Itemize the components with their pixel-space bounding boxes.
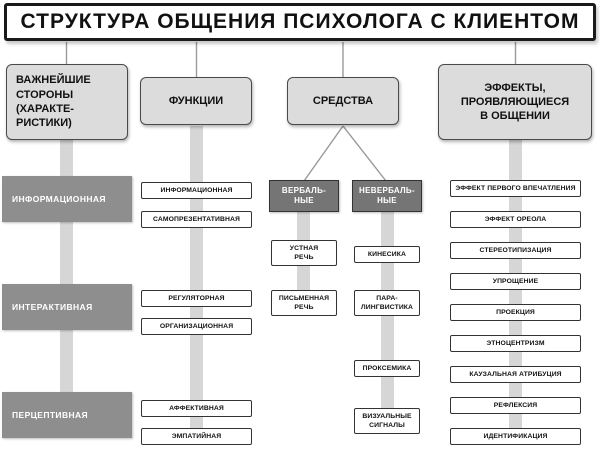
nonverbal-item: ПАРА- ЛИНГВИСТИКА [354, 290, 420, 316]
effect-item: СТЕРЕОТИПИЗАЦИЯ [450, 242, 581, 259]
verbal-item: ПИСЬМЕННАЯ РЕЧЬ [271, 290, 337, 316]
side-item: ИНФОРМАЦИОННАЯ [2, 176, 132, 222]
nonverbal-item: ПРОКСЕМИКА [354, 360, 420, 377]
function-item: АФФЕКТИВНАЯ [141, 400, 252, 417]
effect-item: РЕФЛЕКСИЯ [450, 397, 581, 414]
functions-connector-bar [190, 126, 203, 436]
effect-item: ЭТНОЦЕНТРИЗМ [450, 335, 581, 352]
function-item: ИНФОРМАЦИОННАЯ [141, 182, 252, 199]
effect-item: УПРОЩЕНИЕ [450, 273, 581, 290]
page-title: СТРУКТУРА ОБЩЕНИЯ ПСИХОЛОГА С КЛИЕНТОМ [4, 3, 596, 41]
verbal-item: УСТНАЯ РЕЧЬ [271, 240, 337, 266]
function-item: ОРГАНИЗАЦИОННАЯ [141, 318, 252, 335]
header-functions: ФУНКЦИИ [140, 77, 252, 125]
function-item: САМОПРЕЗЕНТАТИВНАЯ [141, 211, 252, 228]
nonverbal-connector-bar [381, 212, 394, 434]
means-to-verbal-line [303, 125, 344, 182]
means-to-nonverbal-line [342, 125, 387, 182]
effect-item: ЭФФЕКТ ОРЕОЛА [450, 211, 581, 228]
header-means: СРЕДСТВА [287, 77, 399, 125]
effect-item: ПРОЕКЦИЯ [450, 304, 581, 321]
effect-item: КАУЗАЛЬНАЯ АТРИБУЦИЯ [450, 366, 581, 383]
header-sides: ВАЖНЕЙШИЕ СТОРОНЫ (ХАРАКТЕ- РИСТИКИ) [6, 64, 128, 140]
nonverbal-item: ВИЗУАЛЬНЫЕ СИГНАЛЫ [354, 408, 420, 434]
effect-item: ЭФФЕКТ ПЕРВОГО ВПЕЧАТЛЕНИЯ [450, 180, 581, 197]
verbal-group-label: ВЕРБАЛЬ- НЫЕ [269, 180, 339, 212]
function-item: РЕГУЛЯТОРНАЯ [141, 290, 252, 307]
nonverbal-item: КИНЕСИКА [354, 246, 420, 263]
header-effects: ЭФФЕКТЫ, ПРОЯВЛЯЮЩИЕСЯ В ОБЩЕНИИ [438, 64, 592, 140]
side-item: ИНТЕРАКТИВНАЯ [2, 284, 132, 330]
side-item: ПЕРЦЕПТИВНАЯ [2, 392, 132, 438]
function-item: ЭМПАТИЙНАЯ [141, 428, 252, 445]
nonverbal-group-label: НЕВЕРБАЛЬ- НЫЕ [352, 180, 422, 212]
effect-item: ИДЕНТИФИКАЦИЯ [450, 428, 581, 445]
